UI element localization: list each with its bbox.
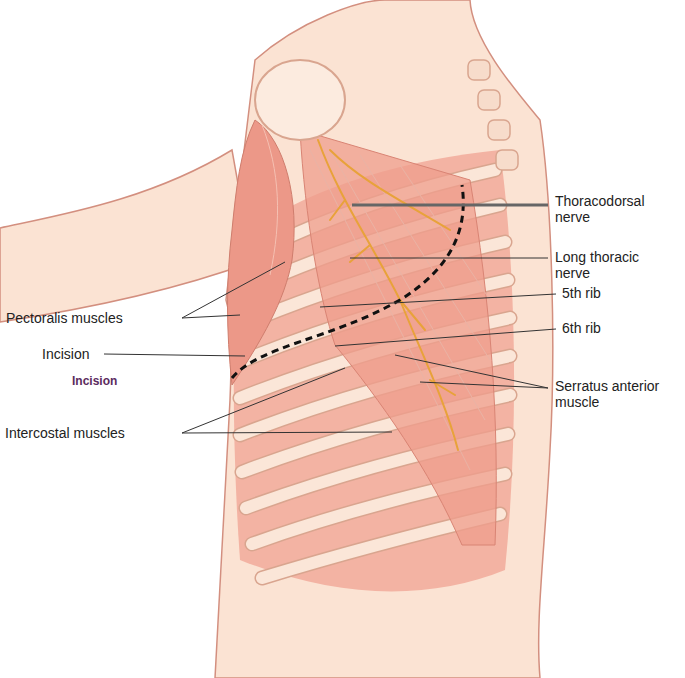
part-label: Intercostal muscles xyxy=(5,425,125,441)
leader-lines xyxy=(104,205,556,433)
serratus-muscle xyxy=(300,130,496,545)
part-label: Pectoralis muscles xyxy=(6,310,123,326)
part-label: Long thoracic nerve xyxy=(555,249,673,281)
shoulder-joint xyxy=(255,60,345,140)
part-label: 6th rib xyxy=(562,320,601,336)
part-label: 5th rib xyxy=(562,285,601,301)
torso-outline xyxy=(215,0,553,678)
arm-outline xyxy=(0,150,252,322)
part-label: Serratus anterior muscle xyxy=(555,378,673,410)
part-label: Incision xyxy=(42,346,89,362)
incision-line xyxy=(232,185,463,378)
part-label: Incision xyxy=(72,373,117,389)
part-label: Thoracodorsal nerve xyxy=(555,193,673,225)
nerves xyxy=(318,140,458,450)
pectoralis-muscle xyxy=(228,120,295,385)
vertebrae xyxy=(468,60,518,170)
